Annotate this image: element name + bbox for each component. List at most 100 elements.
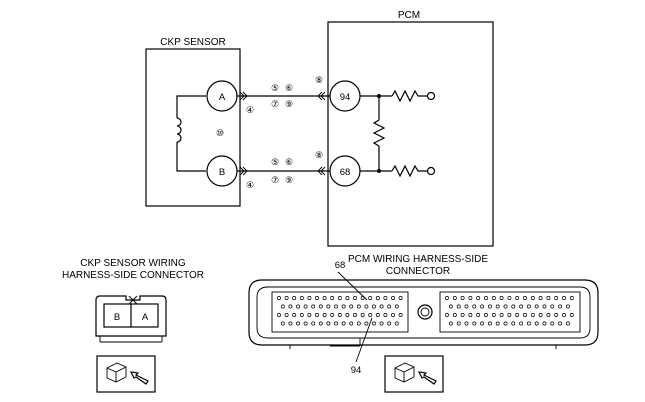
pcm-right-pin-hole bbox=[491, 296, 496, 300]
ckp-connector-slot-a: A bbox=[142, 312, 149, 323]
pcm-right-pin-hole bbox=[538, 296, 543, 300]
pcm-left-pin-hole bbox=[398, 313, 403, 317]
pcm-left-pin-hole bbox=[288, 321, 293, 326]
pcm-right-pin-hole bbox=[546, 296, 551, 300]
pcm-left-pin-hole bbox=[307, 313, 312, 317]
pcm-right-pin-hole bbox=[519, 304, 524, 309]
pcm-right-pin-hole bbox=[452, 296, 457, 300]
ckp-terminal-a-label: A bbox=[219, 92, 226, 103]
pcm-left-pin-hole bbox=[326, 321, 331, 326]
pcm-connector-face bbox=[248, 271, 599, 363]
pcm-left-pin-hole bbox=[330, 296, 335, 300]
pcm-left-pin-hole bbox=[394, 321, 399, 326]
pcm-right-pin-hole bbox=[511, 321, 516, 326]
pcm-right-pin-hole bbox=[511, 304, 516, 309]
pcm-left-pin-hole bbox=[303, 321, 308, 326]
pcm-left-pin-hole bbox=[284, 296, 289, 300]
pcm-left-pin-hole bbox=[315, 313, 319, 317]
pcm-right-pin-hole bbox=[530, 296, 535, 300]
pcm-left-pin-hole bbox=[303, 304, 308, 309]
ckp-sensor-label: CKP SENSOR bbox=[160, 37, 225, 48]
pcm-left-pin-hole bbox=[368, 296, 373, 300]
wire-b-to-68 bbox=[237, 166, 330, 176]
pcm-right-pin-hole bbox=[550, 304, 555, 309]
pcm-left-pin-hole bbox=[292, 296, 297, 300]
pcm-right-pin-hole bbox=[503, 321, 508, 326]
pcm-right-pin-hole bbox=[519, 321, 524, 326]
pcm-right-pin-hole bbox=[534, 304, 539, 309]
pcm-right-pin-hole bbox=[558, 321, 563, 326]
pcm-left-pin-hole bbox=[288, 304, 293, 309]
ckp-sensor-box bbox=[145, 48, 241, 207]
callout-top-9: ⑨ bbox=[285, 99, 293, 109]
pcm-left-pin-hole bbox=[318, 321, 323, 326]
pcm-right-pin-hole bbox=[456, 304, 461, 309]
pcm-right-pin-hole bbox=[523, 313, 527, 317]
pcm-right-pin-hole bbox=[472, 321, 477, 326]
pcm-right-pin-hole bbox=[476, 296, 481, 300]
callout-bot-7: ⑦ bbox=[271, 175, 279, 185]
callout-top-6: ⑥ bbox=[285, 83, 293, 93]
pcm-right-pin-hole bbox=[495, 304, 500, 309]
pcm-label: PCM bbox=[398, 10, 420, 21]
callout-bot-8: ⑧ bbox=[315, 150, 323, 160]
pcm-right-pin-hole bbox=[448, 304, 453, 309]
pcm-right-pin-hole bbox=[448, 321, 453, 326]
pcm-left-pin-hole bbox=[337, 313, 342, 317]
ckp-connector-face bbox=[95, 295, 167, 343]
pcm-left-pin-hole bbox=[322, 296, 327, 300]
pcm-left-pin-hole bbox=[391, 313, 395, 317]
pcm-left-pin-hole bbox=[334, 304, 338, 309]
pcm-left-pin-hole bbox=[277, 296, 281, 300]
pcm-right-pin-hole bbox=[569, 313, 574, 317]
pcm-left-pin-hole bbox=[349, 321, 354, 326]
pcm-right-pin-hole bbox=[542, 321, 547, 326]
connector-view-icon-pcm bbox=[384, 355, 444, 393]
pcm-left-pin-hole bbox=[311, 304, 316, 309]
callout-top-5: ⑤ bbox=[271, 83, 279, 93]
pcm-pin-68-label: 68 bbox=[340, 167, 351, 178]
pcm-right-pin-hole bbox=[480, 304, 485, 309]
pcm-connector-pin-94-label: 94 bbox=[351, 365, 362, 376]
pcm-left-pin-hole bbox=[341, 304, 346, 309]
pcm-left-pin-hole bbox=[379, 321, 384, 326]
pcm-box bbox=[327, 21, 494, 247]
pcm-right-pin-hole bbox=[569, 296, 574, 300]
pcm-left-pin-hole bbox=[383, 296, 388, 300]
pcm-left-pin-hole bbox=[284, 313, 289, 317]
pcm-left-pin-hole bbox=[364, 304, 369, 309]
pcm-right-pin-hole bbox=[480, 321, 485, 326]
pcm-left-pin-hole bbox=[375, 296, 380, 300]
pcm-right-pin-hole bbox=[562, 313, 566, 317]
pcm-left-pin-hole bbox=[398, 296, 403, 300]
pcm-right-pin-hole bbox=[491, 313, 496, 317]
pcm-right-pin-hole bbox=[542, 304, 547, 309]
pcm-connector-pins-right bbox=[445, 296, 574, 326]
callout-top-7: ⑦ bbox=[271, 99, 279, 109]
pcm-left-pin-hole bbox=[345, 296, 350, 300]
pcm-left-pin-hole bbox=[311, 321, 316, 326]
pcm-left-pin-hole bbox=[368, 313, 373, 317]
pcm-right-pin-hole bbox=[554, 313, 559, 317]
pcm-right-pin-hole bbox=[487, 304, 492, 309]
pcm-left-pin-hole bbox=[315, 296, 319, 300]
pcm-right-pin-hole bbox=[445, 313, 449, 317]
pcm-connector-pin-68-label: 68 bbox=[335, 260, 346, 271]
pcm-right-pin-hole bbox=[472, 304, 477, 309]
pcm-pin-94-label: 94 bbox=[340, 92, 351, 103]
pcm-right-pin-hole bbox=[534, 321, 539, 326]
pcm-left-pin-hole bbox=[334, 321, 338, 326]
connector-view-icon bbox=[96, 355, 156, 393]
pcm-right-pin-hole bbox=[515, 313, 520, 317]
pcm-left-pin-hole bbox=[299, 313, 304, 317]
ckp-coil bbox=[176, 95, 206, 172]
pcm-right-pin-hole bbox=[487, 321, 492, 326]
pcm-left-pin-hole bbox=[299, 296, 304, 300]
pcm-right-pin-hole bbox=[507, 313, 512, 317]
pcm-connector-pins-left bbox=[277, 296, 403, 326]
ckp-connector-title-1: CKP SENSOR WIRING bbox=[80, 258, 186, 269]
pcm-right-pin-hole bbox=[515, 296, 520, 300]
pcm-left-pin-hole bbox=[372, 321, 376, 326]
pcm-left-pin-hole bbox=[296, 304, 300, 309]
